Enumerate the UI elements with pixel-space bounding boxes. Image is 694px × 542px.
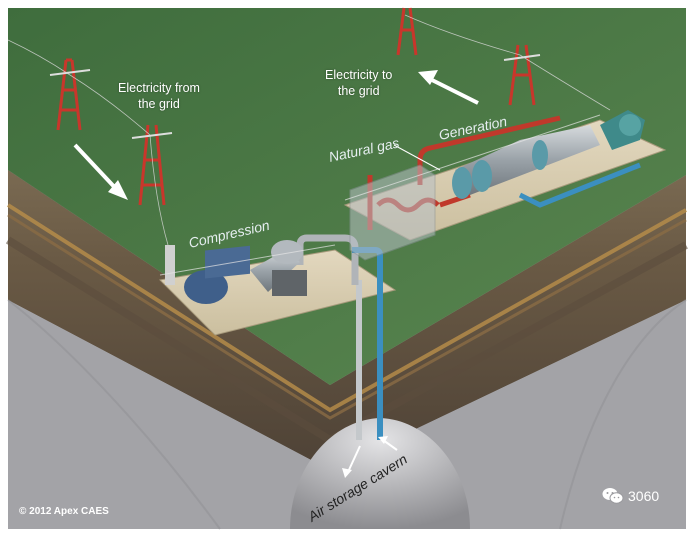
electricity-to-grid-line1: Electricity to: [325, 68, 393, 82]
arrow-icon: [73, 143, 128, 200]
electricity-from-grid-line1: Electricity from: [118, 81, 200, 95]
ground-surface: [8, 8, 686, 385]
arrow-icon: [342, 445, 361, 478]
transmission-tower-icon: [49, 58, 91, 131]
wechat-icon: [602, 488, 624, 504]
transmission-tower-icon: [131, 124, 173, 206]
electricity-from-grid-line2: the grid: [138, 97, 180, 111]
rock-layer: [8, 300, 686, 529]
electricity-from-grid-label: Electricity from the grid: [118, 80, 200, 112]
soil-stratum-2: [7, 213, 687, 420]
copyright-text: © 2012 Apex CAES: [19, 506, 109, 517]
blue-well-pipe: [377, 275, 383, 440]
compression-aftercooler: [272, 270, 307, 296]
air-storage-cavern: [290, 418, 470, 529]
wechat-badge: 3060: [602, 487, 659, 505]
combustor-right: [532, 140, 548, 170]
badge-number: 3060: [628, 488, 660, 504]
natural-gas-pipe: [417, 115, 561, 185]
compression-electric-panel: [165, 245, 175, 285]
electricity-to-grid-line2: the grid: [337, 84, 380, 98]
arrow-icon: [378, 436, 398, 451]
transmission-tower-icon: [396, 7, 418, 56]
grey-well-pipe: [356, 280, 362, 440]
compression-motor: [184, 270, 228, 304]
recuperator: [349, 164, 436, 261]
electricity-to-grid-label: Electricity to the grid: [325, 67, 392, 99]
arrow-icon: [418, 70, 479, 105]
soil-stratum-1: [6, 203, 687, 413]
transmission-tower-icon: [503, 44, 541, 106]
combustor-left: [452, 167, 472, 199]
